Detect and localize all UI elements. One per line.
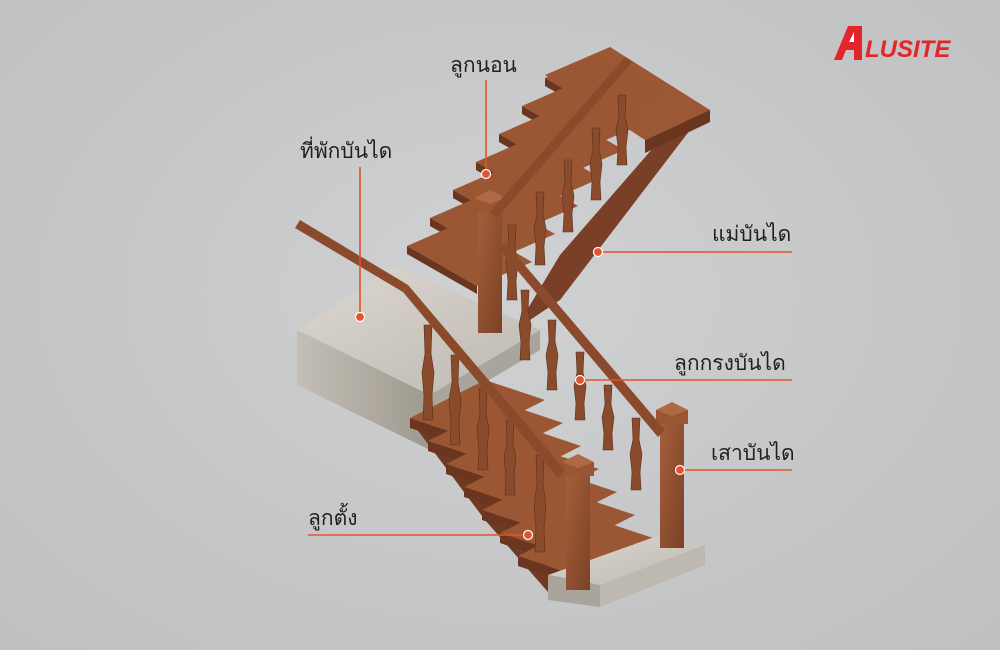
logo-text: LUSITE xyxy=(865,36,951,63)
baluster xyxy=(601,384,615,451)
baluster xyxy=(518,289,532,361)
label-landing: ที่พักบันได xyxy=(300,139,393,163)
callout-lines xyxy=(308,80,792,536)
baluster xyxy=(629,417,643,491)
label-newel-post: เสาบันได xyxy=(711,441,795,465)
callout-dot-tread xyxy=(480,168,492,180)
baluster xyxy=(573,351,587,421)
callout-dot-riser xyxy=(522,529,534,541)
lower-tread xyxy=(428,403,563,461)
baluster xyxy=(615,94,629,166)
label-baluster: ลูกกรงบันได xyxy=(674,351,786,375)
upper-tread xyxy=(453,166,578,230)
baluster xyxy=(476,387,490,471)
baluster xyxy=(533,454,547,553)
newel-post-lower xyxy=(562,454,594,590)
logo-a-icon: LUSITE xyxy=(834,26,951,63)
newel-post-bottom xyxy=(656,402,688,548)
callout-dot-stringer xyxy=(592,246,604,258)
label-riser: ลูกตั้ง xyxy=(308,506,358,530)
callout-dot-baluster xyxy=(574,374,586,386)
upper-stringer xyxy=(515,110,700,330)
callout-dot-landing xyxy=(354,311,366,323)
baluster xyxy=(533,191,547,266)
baluster xyxy=(503,419,517,496)
brand-logo: LUSITE xyxy=(832,22,972,64)
label-tread: ลูกนอน xyxy=(450,53,517,77)
baluster xyxy=(448,354,462,446)
baluster xyxy=(545,319,559,391)
baluster xyxy=(421,324,435,421)
balusters xyxy=(421,94,643,553)
baluster xyxy=(589,127,603,201)
label-stringer: แม่บันได xyxy=(712,222,792,246)
lower-tread xyxy=(410,380,545,438)
baluster xyxy=(561,159,575,233)
upper-tread-edge xyxy=(407,246,477,294)
callout-dot-newel xyxy=(674,464,686,476)
handrails xyxy=(295,57,665,478)
